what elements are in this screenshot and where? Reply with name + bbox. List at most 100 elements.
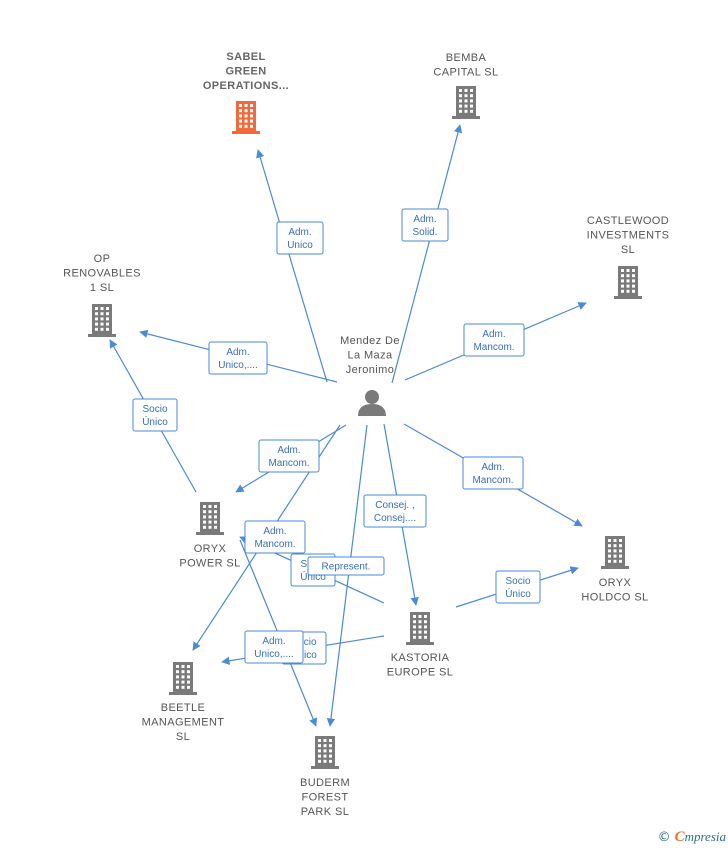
node-label: FOREST	[301, 792, 348, 804]
edge-labels-layer: Adm.UnicoAdm.Solid.Adm.Mancom.Adm.Unico,…	[132, 208, 541, 665]
edge-label-person-to-oryxholdco[interactable]: Adm. Mancom.	[462, 456, 524, 490]
edge-label-box	[462, 456, 524, 490]
node-label: La Maza	[348, 350, 393, 362]
edge-label-text: Solid.	[412, 227, 437, 238]
edge-label-box	[363, 494, 427, 528]
node-label: MANAGEMENT	[142, 717, 225, 729]
edge-label-person-to-bemba[interactable]: Adm. Solid.	[401, 208, 449, 242]
building-icon	[169, 662, 197, 695]
node-label: Mendez De	[340, 335, 400, 347]
footer-brand[interactable]: © Cmpresia	[658, 829, 726, 846]
edge-label-person-to-kastoria[interactable]: Consej. , Consej....	[363, 494, 427, 528]
edge-label-text: Adm.	[262, 636, 285, 647]
edge-label-box	[132, 398, 178, 432]
node-beetle[interactable]: BEETLE MANAGEMENT SL	[142, 662, 225, 743]
node-label: ORYX	[194, 543, 227, 555]
edge-label-text: Único	[505, 587, 531, 600]
edge-label-box	[463, 323, 525, 357]
edge-label-text: Unico,....	[254, 649, 293, 660]
node-label: PARK SL	[301, 806, 349, 818]
node-label: 1 SL	[90, 282, 114, 294]
edge-label-box	[244, 520, 306, 554]
edge-label-text: Adm.	[413, 214, 436, 225]
edge-label-text: Adm.	[277, 445, 300, 456]
edge-label-text: Socio	[291, 637, 316, 648]
edge-label-person-to-op[interactable]: Adm. Unico,....	[208, 341, 268, 375]
edge-person-to-sabel	[256, 149, 328, 383]
edge-label-person-to-sabel[interactable]: Adm. Unico	[276, 221, 324, 255]
edge-label-box	[244, 630, 304, 664]
edge-label-box	[276, 221, 324, 255]
edge-label-oryxpower-to-buderm[interactable]: Adm. Unico,....	[244, 630, 304, 664]
edge-label-box	[307, 556, 385, 576]
node-label: BEMBA	[446, 52, 487, 64]
copyright-symbol: ©	[657, 830, 671, 845]
edge-label-text: Socio	[142, 404, 167, 415]
edge-label-text: Unico,....	[218, 360, 257, 371]
node-bemba[interactable]: BEMBA CAPITAL SL	[433, 52, 498, 119]
edge-label-box	[495, 570, 541, 604]
node-label: BUDERM	[300, 777, 350, 789]
node-kastoria[interactable]: KASTORIA EUROPE SL	[387, 612, 454, 679]
edge-label-box	[208, 341, 268, 375]
node-label: EUROPE SL	[387, 667, 454, 679]
edge-label-box	[258, 439, 320, 473]
building-icon	[614, 266, 642, 299]
node-label: ORYX	[599, 577, 632, 589]
edge-label-text: Mancom.	[472, 475, 513, 486]
edge-label-text: Socio	[505, 576, 530, 587]
node-oryxpower[interactable]: ORYX POWER SL	[179, 502, 240, 570]
node-label: BEETLE	[161, 702, 206, 714]
brand-logo-initial: C	[674, 829, 685, 845]
edge-label-person-to-castlewood[interactable]: Adm.Mancom.	[463, 323, 525, 357]
building-icon	[232, 101, 260, 134]
edge-label-person-to-oryxpower[interactable]: Adm.Mancom.	[258, 439, 320, 473]
node-label: RENOVABLES	[63, 268, 141, 280]
edge-label-box	[401, 208, 449, 242]
edge-label-text: Consej. ,	[375, 500, 414, 511]
building-icon	[406, 612, 434, 645]
edge-label-text: Adm.	[263, 526, 286, 537]
edge-label-person-to-beetle[interactable]: Adm. Mancom.	[244, 520, 306, 554]
node-label: OPERATIONS...	[203, 80, 289, 92]
node-label: HOLDCO SL	[581, 592, 648, 604]
node-label: POWER SL	[179, 558, 240, 570]
person-icon	[358, 390, 386, 416]
edge-label-text: Adm.	[226, 347, 249, 358]
node-castlewood[interactable]: CASTLEWOOD INVESTMENTS SL	[587, 215, 670, 299]
edge-label-text: Único	[142, 415, 168, 428]
brand-logo: Cmpresia	[675, 829, 726, 846]
node-label: CASTLEWOOD	[587, 215, 669, 227]
edge-label-text: Mancom.	[254, 539, 295, 550]
building-icon	[311, 736, 339, 769]
building-icon	[88, 304, 116, 337]
edges-layer	[109, 124, 587, 727]
building-icon	[196, 502, 224, 535]
node-label: INVESTMENTS	[587, 230, 670, 242]
node-label: GREEN	[225, 66, 266, 78]
node-label: CAPITAL SL	[433, 67, 498, 79]
node-label: KASTORIA	[391, 652, 450, 664]
node-buderm[interactable]: BUDERM FOREST PARK SL	[300, 736, 350, 818]
node-oryxholdco[interactable]: ORYX HOLDCO SL	[581, 536, 648, 604]
brand-logo-text: mpresia	[684, 829, 726, 844]
edge-label-text: Unico	[287, 240, 313, 251]
node-label: SL	[176, 731, 190, 743]
nodes-layer: SABEL GREEN OPERATIONS... BEMBA CAPITAL SL CA…	[63, 51, 669, 818]
edge-label-text: Adm.	[482, 329, 505, 340]
node-label: SL	[621, 244, 635, 256]
edge-label-text: Adm.	[288, 227, 311, 238]
edge-label-person-to-buderm[interactable]: Represent.	[307, 556, 385, 576]
node-label: Jeronimo	[346, 364, 394, 376]
edge-label-text: Consej....	[374, 513, 416, 524]
node-sabel[interactable]: SABEL GREEN OPERATIONS...	[203, 51, 289, 134]
edge-label-text: Represent.	[322, 562, 371, 573]
node-label: SABEL	[226, 51, 265, 63]
edge-person-to-bemba	[391, 124, 463, 384]
edge-label-text: Adm.	[481, 462, 504, 473]
